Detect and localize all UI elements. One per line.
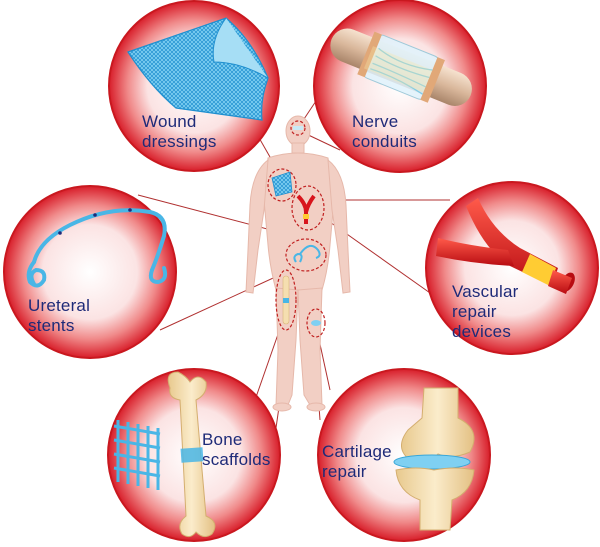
label-line: Cartilage bbox=[322, 442, 392, 461]
label-line: Bone bbox=[202, 430, 243, 449]
body-implant-markers bbox=[267, 120, 327, 338]
label-line: Ureteral bbox=[28, 296, 91, 315]
left-leg bbox=[275, 287, 299, 406]
cartilage-mini bbox=[311, 320, 321, 326]
nerve-tube-icon bbox=[330, 28, 472, 106]
label-cartilage-repair: Cartilage repair bbox=[322, 442, 392, 482]
vascular-mini bbox=[296, 194, 316, 224]
cartilage-marker bbox=[306, 308, 326, 338]
vessel-y-icon bbox=[436, 198, 575, 294]
mesh-sheet-icon bbox=[127, 17, 269, 121]
label-line: conduits bbox=[352, 132, 417, 151]
label-vascular-repair-devices: Vascular repair devices bbox=[452, 282, 518, 342]
vascular-mini-band bbox=[303, 214, 309, 219]
bone-mini-band bbox=[283, 298, 289, 303]
label-line: Vascular bbox=[452, 282, 519, 301]
label-line: repair bbox=[452, 302, 497, 321]
bone-icon bbox=[167, 371, 216, 538]
connector-ureteral-a bbox=[137, 194, 291, 236]
label-nerve-conduits: Nerve conduits bbox=[352, 112, 417, 152]
label-line: repair bbox=[322, 462, 367, 481]
right-foot bbox=[306, 402, 326, 412]
label-line: Nerve bbox=[352, 112, 399, 131]
label-line: dressings bbox=[142, 132, 217, 151]
human-body-figure bbox=[245, 115, 351, 412]
wound-dressings-panel bbox=[108, 0, 280, 172]
ureteral-marker bbox=[285, 238, 327, 272]
wound-marker bbox=[267, 168, 297, 202]
label-line: Wound bbox=[142, 112, 197, 131]
connector-ureteral-b bbox=[159, 267, 296, 331]
label-ureteral-stents: Ureteral stents bbox=[28, 296, 90, 336]
knee-joint-icon bbox=[393, 387, 475, 531]
nerve-marker bbox=[290, 120, 306, 136]
label-line: stents bbox=[28, 316, 75, 335]
left-arm bbox=[245, 158, 269, 294]
wound-mini bbox=[271, 171, 293, 197]
label-bone-scaffolds: Bone scaffolds bbox=[202, 430, 271, 470]
vascular-marker bbox=[291, 185, 325, 231]
bone-marker bbox=[275, 269, 297, 331]
right-arm bbox=[327, 158, 351, 294]
cartilage-repair-panel bbox=[317, 368, 491, 542]
label-wound-dressings: Wound dressings bbox=[142, 112, 217, 152]
scaffold-lattice-icon bbox=[113, 420, 161, 490]
bone-scaffolds-panel bbox=[107, 368, 281, 542]
left-foot bbox=[272, 402, 292, 412]
neck bbox=[291, 142, 305, 154]
stent-coil-icon bbox=[26, 208, 168, 288]
label-line: scaffolds bbox=[202, 450, 271, 469]
ureteral-mini bbox=[293, 244, 321, 263]
nerve-mini bbox=[293, 126, 303, 130]
ureteral-stents-panel bbox=[3, 185, 177, 359]
label-line: devices bbox=[452, 322, 512, 341]
vascular-repair-panel bbox=[425, 181, 599, 355]
right-leg bbox=[297, 287, 323, 406]
nerve-conduits-panel bbox=[313, 0, 487, 173]
